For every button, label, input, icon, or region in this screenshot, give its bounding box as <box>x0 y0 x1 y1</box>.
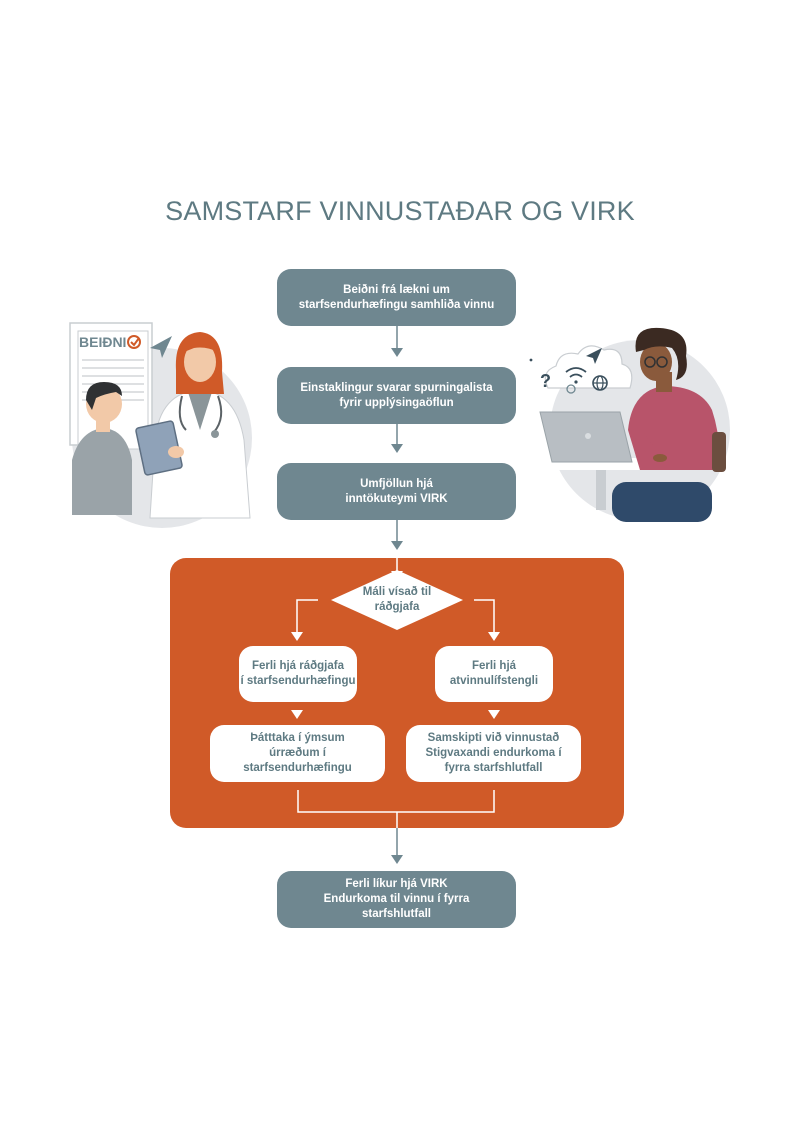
page-title: SAMSTARF VINNUSTAÐAR OG VIRK <box>165 196 635 226</box>
step-process-end: Ferli líkur hjá VIRK Endurkoma til vinnu… <box>277 871 516 928</box>
check-icon-right <box>566 384 576 394</box>
check-icon <box>127 335 141 349</box>
referral-doc-label: BEIÐNI <box>79 334 126 350</box>
workplace-communication-box: Samskipti við vinnustað Stigvaxandi endu… <box>406 725 581 782</box>
rehab-measures-box: Þátttaka í ýmsum úrræðum í starfsendurhæ… <box>210 725 385 782</box>
step-intake-team: Umfjöllun hjá inntökuteymi VIRK <box>277 463 516 520</box>
step-questionnaire: Einstaklingur svarar spurningalista fyri… <box>277 367 516 424</box>
send-icon <box>150 336 172 358</box>
cloud-icon <box>544 345 633 389</box>
step-referral: Beiðni frá lækni um starfsendurhæfingu s… <box>277 269 516 326</box>
decision-label: Máli vísað til ráðgjafa <box>362 586 432 613</box>
panel-lines <box>296 558 495 828</box>
main-arrowheads <box>391 348 403 864</box>
send-icon-right <box>586 348 602 364</box>
wifi-icon <box>565 367 587 378</box>
employment-liaison-box: Ferli hjá atvinnulífstengli <box>435 646 553 702</box>
counselor-process-box: Ferli hjá ráðgjafa í starfsendurhæfingu <box>239 646 357 702</box>
panel-arrowheads <box>291 571 500 719</box>
decision-diamond <box>331 570 463 630</box>
question-icon: ? <box>540 371 551 391</box>
